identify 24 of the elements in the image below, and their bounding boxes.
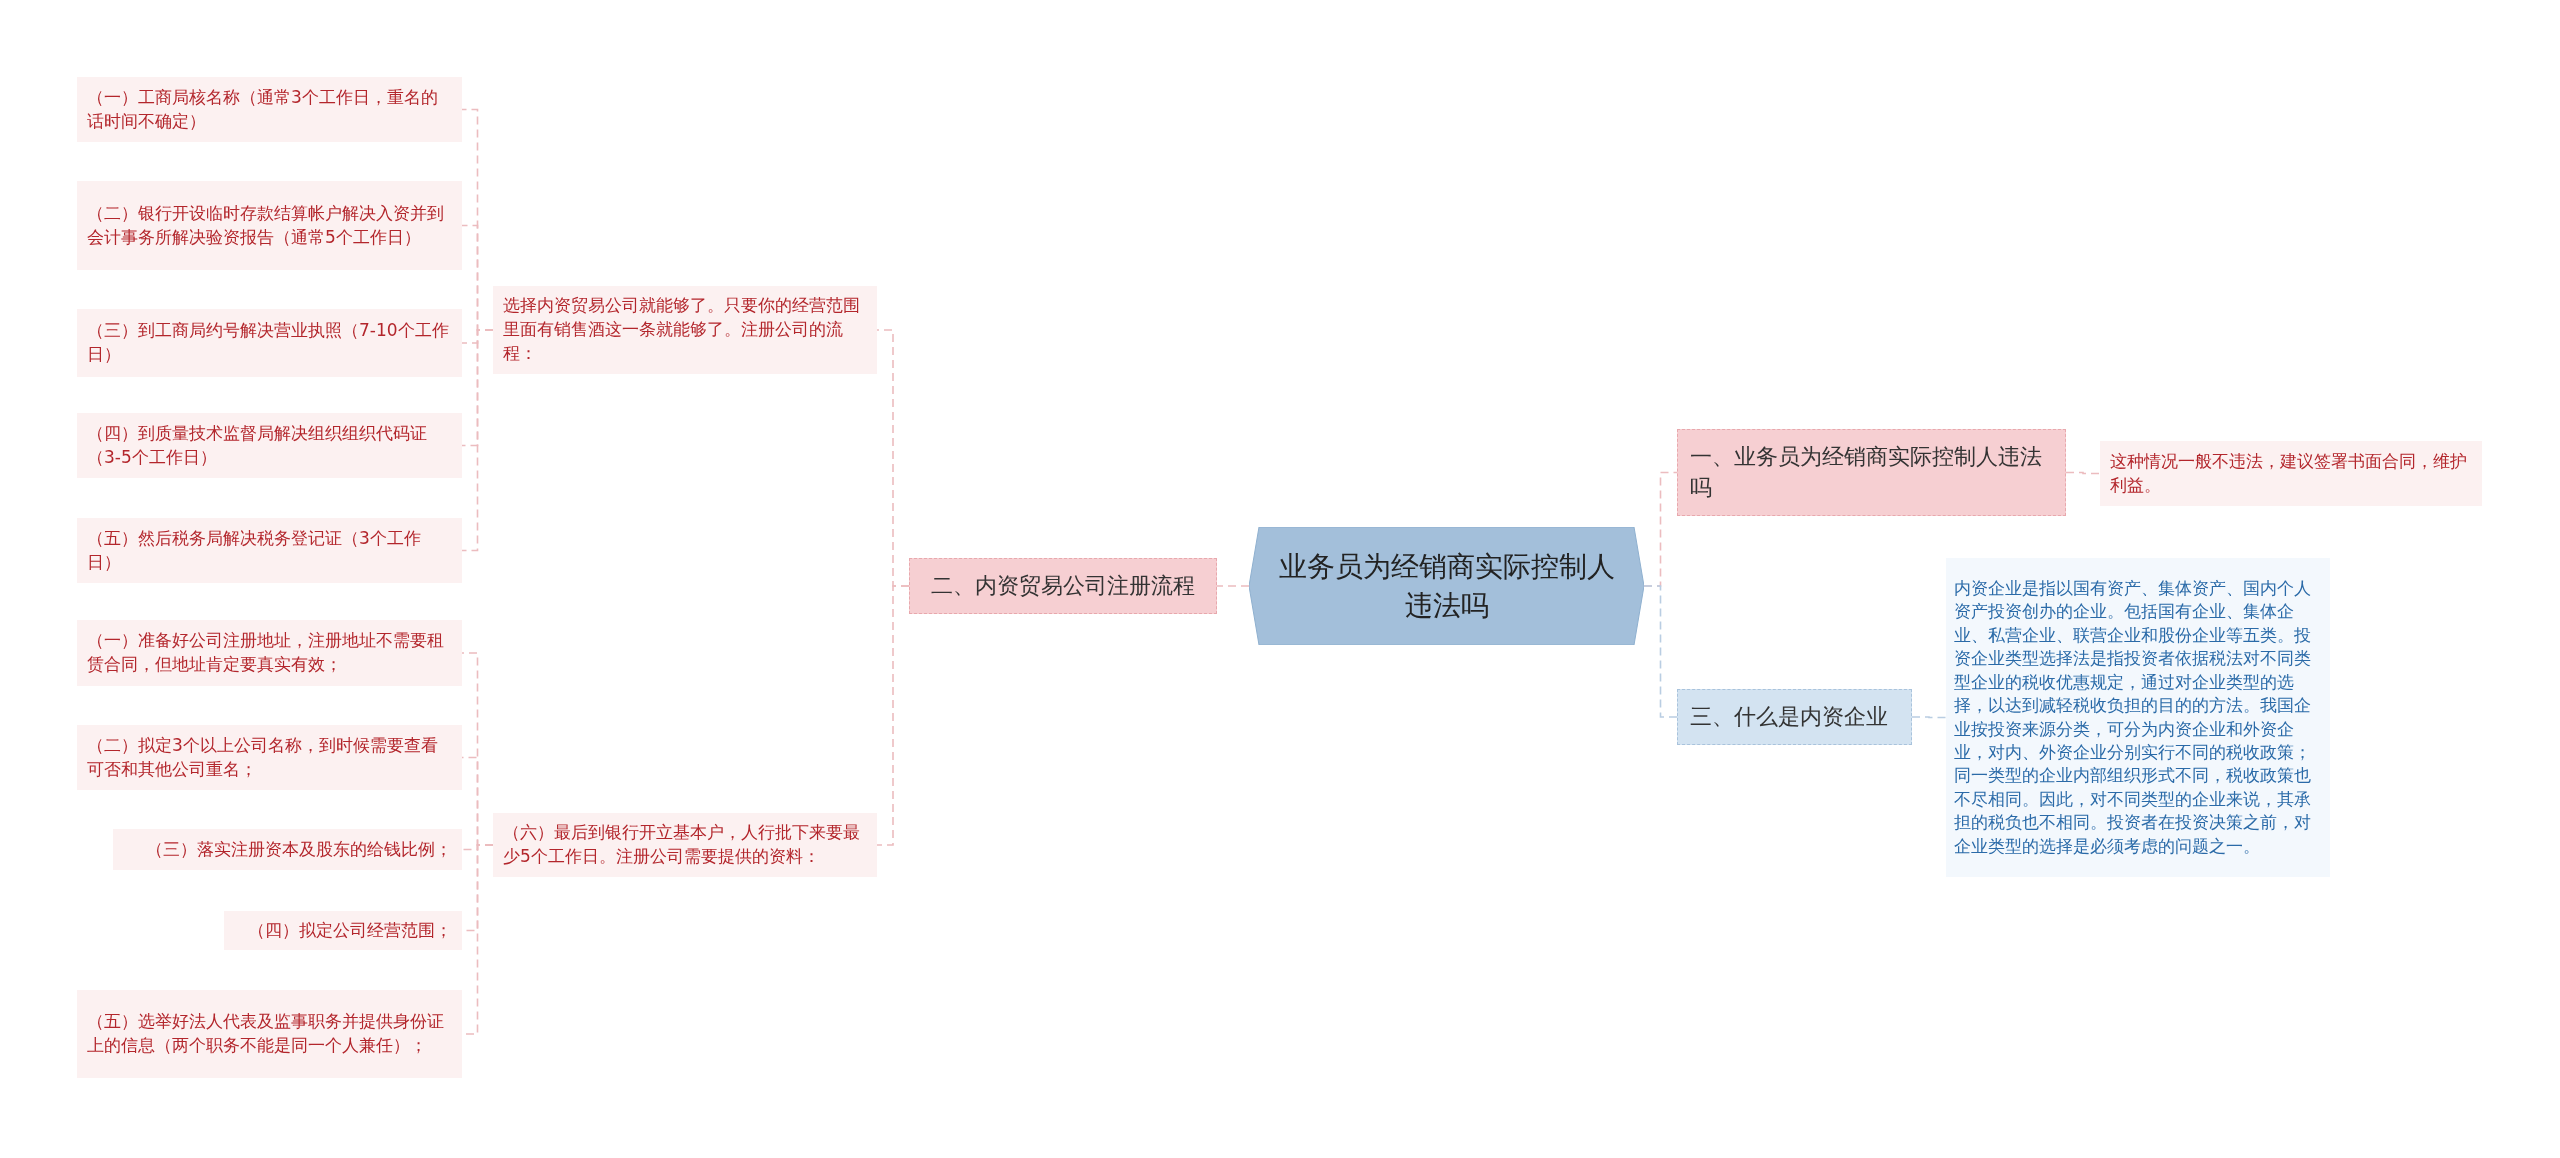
text-box: （三）落实注册资本及股东的给钱比例； — [113, 829, 462, 870]
connector-line — [1643, 585, 1678, 718]
text-box: （三）到工商局约号解决营业执照（7-10个工作日） — [77, 309, 462, 377]
connector-line — [876, 585, 910, 846]
text-box: （一）工商局核名称（通常3个工作日，重名的话时间不确定） — [77, 77, 462, 142]
text-box: （四）拟定公司经营范围； — [224, 911, 462, 950]
text-box: （四）到质量技术监督局解决组织组织代码证（3-5个工作日） — [77, 413, 462, 478]
text-box: （二）拟定3个以上公司名称，到时候需要查看可否和其他公司重名； — [77, 725, 462, 790]
text-box: （五）选举好法人代表及监事职务并提供身份证上的信息（两个职务不能是同一个人兼任）； — [77, 990, 462, 1078]
topic-box: 二、内资贸易公司注册流程 — [909, 558, 1217, 614]
connector-line — [1216, 585, 1250, 587]
text-box: 内资企业是指以国有资产、集体资产、国内个人资产投资创办的企业。包括国有企业、集体企业、私营企业、联营企业和股份企业等五类。投资企业类型选择法是指投资者依据税法对不同类型企业的税收优惠规定，通过对企业类型的选择，以达到减轻税收负担的目的的方法。我国企业按投资来源分类，可分为内资企业和外资企业，对内、外资企业分别实行不同的税收政策；同一类型的企业内部组织形式不同，税收政策也不尽相同。因此，对不同类型的企业来说，其承担的税负也不相同。投资者在投资决策之前，对企业类型的选择是必须考虑的问题之一。 — [1946, 558, 2330, 877]
text-box: 选择内资贸易公司就能够了。只要你的经营范围里面有销售酒这一条就能够了。注册公司的流程： — [493, 286, 877, 374]
text-box: （一）准备好公司注册地址，注册地址不需要租赁合同，但地址肯定要真实有效； — [77, 620, 462, 686]
central-topic: 业务员为经销商实际控制人违法吗 — [1249, 527, 1644, 645]
connector-line — [2065, 471, 2101, 475]
topic-box: 一、业务员为经销商实际控制人违法吗 — [1677, 429, 2066, 516]
connector-line — [1911, 716, 1947, 719]
topic-box: 三、什么是内资企业 — [1677, 689, 1912, 745]
text-box: （六）最后到银行开立基本户，人行批下来要最少5个工作日。注册公司需要提供的资料： — [493, 813, 877, 877]
text-box: （五）然后税务局解决税务登记证（3个工作日） — [77, 518, 462, 583]
text-box: 这种情况一般不违法，建议签署书面合同，维护利益。 — [2100, 441, 2482, 506]
connector-line — [461, 329, 494, 552]
text-box: （二）银行开设临时存款结算帐户解决入资并到会计事务所解决验资报告（通常5个工作日） — [77, 181, 462, 270]
